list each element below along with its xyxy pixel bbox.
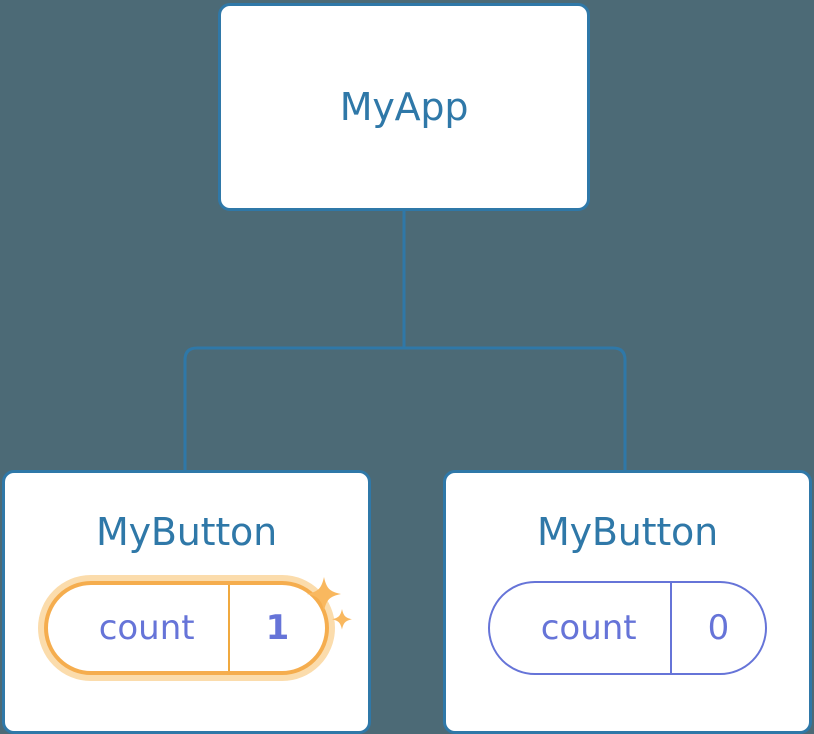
prop-row: count 0 [446,573,809,683]
node-mybutton-left[interactable]: MyButton count 1 [2,470,371,734]
prop-value: 0 [707,608,730,648]
node-title: MyApp [339,85,469,129]
sparkle-icon [332,609,352,630]
prop-divider [227,585,230,671]
prop-value: 1 [265,608,290,648]
prop-key: count [98,608,195,648]
prop-divider [669,583,672,673]
prop-key: count [540,608,637,648]
node-mybutton-right[interactable]: MyButton count 0 [443,470,812,734]
prop-row: count 1 [5,573,368,683]
edge-branch-right [404,346,627,470]
node-title: MyButton [96,510,277,554]
edge-branch-left [183,346,404,470]
prop-pill-count[interactable]: count 1 [43,581,330,675]
node-myapp[interactable]: MyApp [218,3,590,211]
node-title: MyButton [537,510,718,554]
prop-pill-count[interactable]: count 0 [487,581,768,675]
